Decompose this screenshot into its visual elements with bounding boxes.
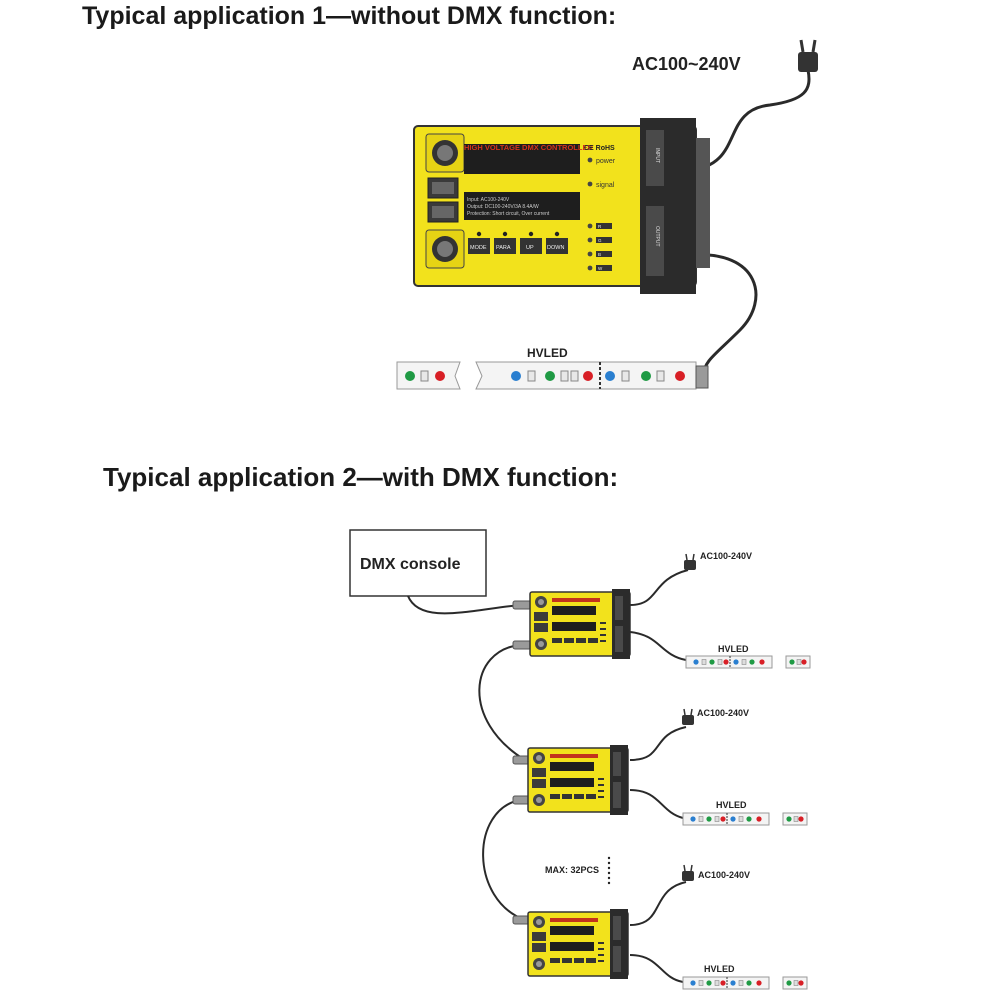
ac-power-cable [689, 69, 811, 172]
mode-button: MODE [470, 245, 487, 251]
hv-dmx-controller: HIGH VOLTAGE DMX CONTROLLER CE RoHS powe… [413, 117, 711, 295]
spec-line-3: Protection: Short circuit, Over current [467, 211, 550, 217]
plug-icon [681, 864, 695, 882]
unit2-ac-label: AC100-240V [697, 708, 749, 718]
dmx-unit-2: AC100-240V HVLED [527, 708, 808, 826]
app1-diagram: AC100~240V HIGH VOLTAGE DMX CONTROLLER C… [396, 39, 818, 390]
cert-label: CE RoHS [584, 145, 615, 152]
unit3-ac-label: AC100-240V [698, 870, 750, 880]
ac-plug-icon [798, 39, 818, 72]
dmx-console-label: DMX console [360, 556, 461, 573]
unit3-strip-label: HVLED [704, 964, 735, 974]
input-label: INPUT [654, 148, 660, 163]
channel-g-label: G [598, 238, 602, 243]
unit2-strip-label: HVLED [716, 800, 747, 810]
plug-icon [683, 553, 697, 571]
channel-b-label: B [598, 252, 601, 257]
spec-line-1: Input: AC100-240V [467, 197, 510, 203]
para-button: PARA [496, 245, 511, 251]
dmx-cable-chain-2 [482, 799, 526, 921]
down-button: DOWN [547, 245, 564, 251]
unit1-ac-label: AC100-240V [700, 551, 752, 561]
app2-diagram: DMX console AC100-240V HVLED AC100-240V [349, 529, 811, 990]
app1-title: Typical application 1—without DMX functi… [82, 2, 617, 30]
up-button: UP [526, 245, 534, 251]
app1-ac-label: AC100~240V [632, 54, 741, 74]
signal-label: signal [596, 182, 615, 189]
max-units-label: MAX: 32PCS [545, 865, 599, 875]
plug-icon [681, 708, 695, 726]
dmx-cable-console [407, 595, 521, 615]
continuation-dots [607, 856, 611, 885]
spec-line-2: Output: DC100-240V/3A 8.4A/W [467, 204, 539, 210]
dmx-cable-chain-1 [478, 644, 526, 761]
signal-led-icon [587, 181, 593, 187]
dmx-unit-3: AC100-240V HVLED [527, 864, 808, 990]
dmx-console [349, 529, 487, 597]
power-led-icon [587, 157, 593, 163]
app1-strip-label: HVLED [527, 346, 568, 360]
power-label: power [596, 158, 616, 165]
unit1-strip-label: HVLED [718, 644, 749, 654]
channel-r-label: R [598, 224, 602, 229]
output-cable [689, 253, 758, 376]
channel-w-label: W [598, 266, 603, 271]
dmx-unit-1: AC100-240V HVLED [529, 551, 811, 669]
app2-title: Typical application 2—with DMX function: [103, 462, 619, 492]
output-label: OUTPUT [654, 226, 660, 247]
hvled-strip [396, 361, 709, 390]
controller-brand-title: HIGH VOLTAGE DMX CONTROLLER [464, 143, 593, 152]
